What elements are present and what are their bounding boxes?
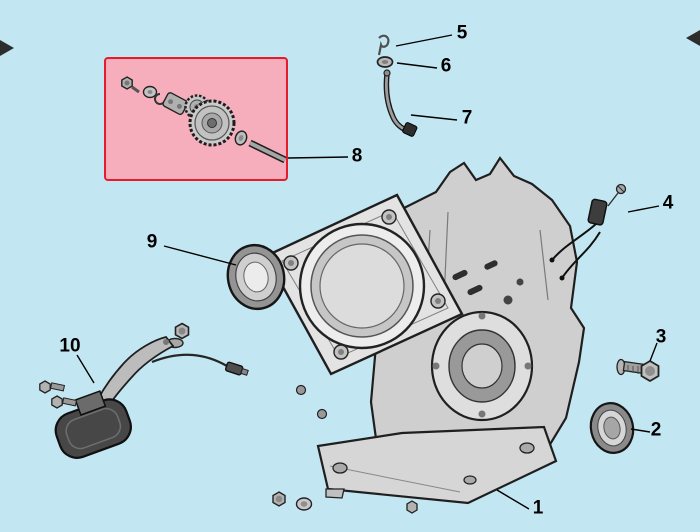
callout-2[interactable]: 2	[650, 419, 662, 441]
crank-bearing-face	[430, 310, 534, 422]
coil-wire	[151, 353, 228, 367]
coil-mount-bolts	[39, 380, 78, 409]
callout-9[interactable]: 9	[146, 231, 158, 253]
callout-3[interactable]: 3	[655, 326, 667, 348]
base-bolts	[272, 491, 418, 514]
large-gear	[188, 99, 236, 147]
gear-shaft	[248, 139, 287, 164]
cotter-pin	[377, 34, 390, 56]
wire-connector	[224, 361, 249, 376]
coil-bracket	[96, 335, 175, 406]
ignition-coil-assembly	[39, 322, 249, 459]
oil-level-switch	[549, 183, 627, 281]
gear-holder-plate	[162, 92, 189, 115]
callout-8[interactable]: 8	[351, 145, 363, 167]
washer	[376, 56, 394, 68]
crankcase-illustration	[264, 156, 586, 514]
governor-arm-rod	[383, 69, 418, 137]
corner-mark-left	[0, 40, 14, 56]
leader-lines	[76, 34, 660, 510]
callout-4[interactable]: 4	[662, 192, 674, 214]
coil-body	[54, 390, 132, 459]
crankcase-base	[316, 425, 558, 505]
oil-seal-small	[589, 402, 635, 454]
governor-gear-assembly	[121, 76, 287, 164]
cylinder-flange	[264, 193, 464, 420]
callout-1[interactable]: 1	[532, 497, 544, 519]
callout-5[interactable]: 5	[456, 22, 468, 44]
gear-washer-b	[234, 130, 248, 146]
callout-7[interactable]: 7	[461, 107, 473, 129]
drain-bolt	[616, 358, 660, 383]
oil-seal-large	[226, 243, 286, 311]
callout-6[interactable]: 6	[440, 55, 452, 77]
callout-10[interactable]: 10	[59, 335, 81, 357]
corner-mark-right	[686, 30, 700, 46]
